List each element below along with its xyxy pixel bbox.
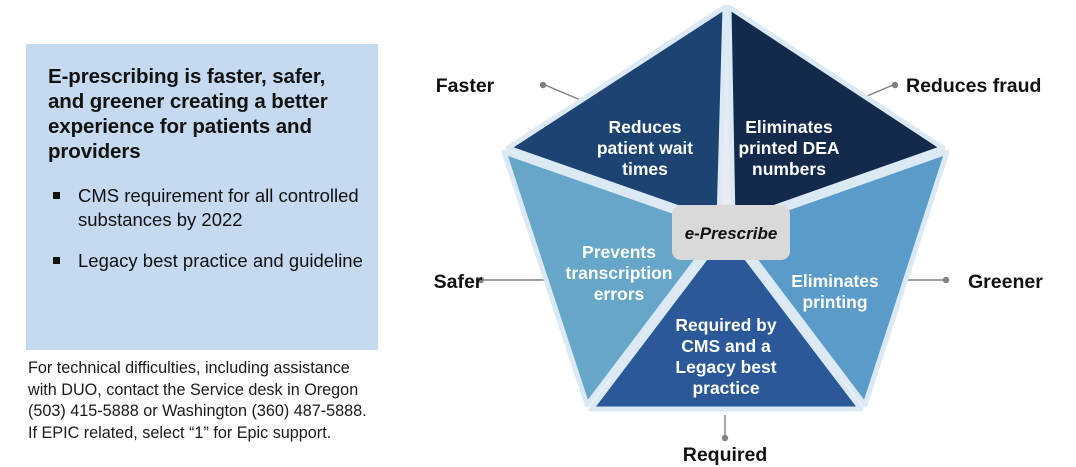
segment-label-bottom: Required by CMS and a Legacy best practi… [675, 315, 776, 398]
segment-left[interactable] [501, 149, 724, 408]
segment-label-top-right: Eliminates printed DEA numbers [738, 117, 839, 179]
segment-text-line: Legacy best [675, 357, 776, 377]
segment-text-line: practice [692, 378, 759, 398]
segment-label-left: Prevents transcription errors [566, 242, 673, 304]
leader-dot-safer [477, 276, 485, 284]
outer-label-reduces-fraud[interactable]: Reduces fraud [906, 75, 1041, 97]
callout-heading: E-prescribing is faster, safer, and gree… [48, 65, 328, 163]
left-content-panel: E-prescribing is faster, safer, and gree… [0, 0, 400, 467]
segment-text-line: CMS and a [681, 336, 771, 356]
leader-dot-required [721, 434, 729, 442]
segment-text-line: errors [594, 284, 645, 304]
segment-text-line: Eliminates [745, 117, 833, 137]
center-chip[interactable] [672, 205, 790, 260]
support-footer-note: For technical difficulties, including as… [28, 359, 367, 442]
list-item-text: CMS requirement for all controlled subst… [78, 185, 359, 230]
outer-label-required[interactable]: Required [683, 444, 768, 466]
bullet-list: CMS requirement for all controlled subst… [48, 184, 368, 290]
segment-text-line: times [622, 159, 668, 179]
highlight-callout-box: E-prescribing is faster, safer, and gree… [26, 44, 378, 350]
list-item-text: Legacy best practice and guideline [78, 250, 363, 271]
segment-text-line: printed DEA [738, 138, 839, 158]
center-chip-label: e-Prescribe [685, 224, 778, 243]
segment-text-line: transcription [566, 263, 673, 283]
square-bullet-icon [53, 192, 60, 199]
leader-dot-faster [539, 81, 547, 89]
segment-label-top-left: Reduces patient wait times [597, 117, 693, 179]
segment-bottom[interactable] [588, 228, 864, 412]
list-item: CMS requirement for all controlled subst… [48, 184, 368, 232]
outer-label-faster[interactable]: Faster [436, 75, 495, 97]
segment-text-line: numbers [752, 159, 826, 179]
pentagon-radial-diagram: e-Prescribe Reduces patient wait times E… [395, 0, 1076, 467]
square-bullet-icon [53, 257, 60, 264]
leader-dot-greener [942, 276, 950, 284]
segment-text-line: patient wait [597, 138, 693, 158]
segment-text-line: Eliminates [791, 271, 879, 291]
leader-dot-reduces-fraud [891, 81, 899, 89]
list-item: Legacy best practice and guideline [48, 249, 368, 273]
outer-label-greener[interactable]: Greener [968, 271, 1043, 293]
segment-top-left[interactable] [505, 4, 728, 225]
segment-label-right: Eliminates printing [791, 271, 879, 312]
segment-text-line: Required by [675, 315, 776, 335]
segment-top-right[interactable] [726, 4, 946, 225]
segment-text-line: printing [802, 292, 867, 312]
segment-text-line: Reduces [609, 117, 682, 137]
outer-label-safer[interactable]: Safer [434, 271, 483, 293]
segment-text-line: Prevents [582, 242, 656, 262]
